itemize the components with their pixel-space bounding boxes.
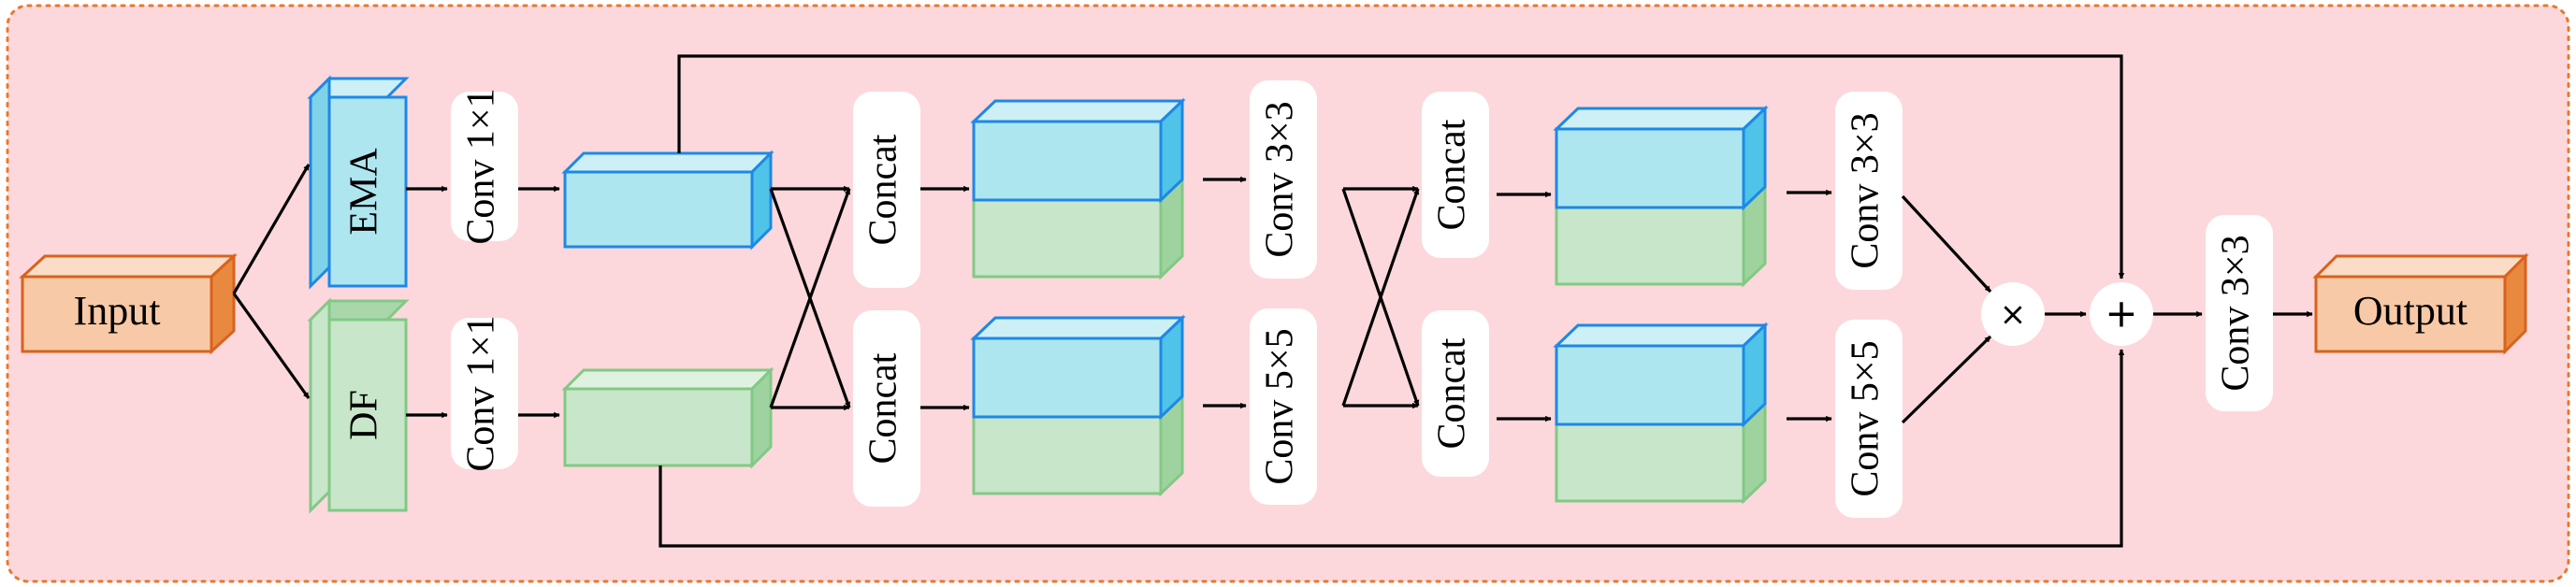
concat2-top-label: Concat	[1431, 119, 1474, 230]
skip-bottom-to-add	[658, 349, 2125, 548]
output-label: Output	[2353, 288, 2467, 334]
connections	[232, 54, 2313, 548]
conv-mid-top-node: Conv 3×3	[1250, 80, 1317, 279]
concat1-top-label: Concat	[862, 134, 905, 245]
input-block: Input	[19, 252, 238, 355]
arrow-input-to-ema	[232, 164, 311, 294]
concat1-top-node: Concat	[853, 92, 920, 288]
conv-mid-bottom-label: Conv 5×5	[1259, 328, 1302, 484]
conv-mid-top-label: Conv 3×3	[1259, 101, 1302, 257]
multiply-operator: ×	[1981, 282, 2045, 346]
input-label: Input	[74, 288, 161, 334]
conv-end-top-label: Conv 3×3	[1845, 112, 1888, 268]
output-block: Output	[2312, 252, 2529, 355]
add-symbol: +	[2105, 291, 2137, 336]
concat2-top-node: Concat	[1422, 92, 1489, 258]
arrow-fmbottom-to-concat1-top	[769, 188, 851, 408]
conv-end-bottom-label: Conv 5×5	[1845, 340, 1888, 496]
arrow-convmidbottom-to-concat2-top	[1341, 188, 1420, 407]
conv-final-label: Conv 3×3	[2215, 235, 2258, 391]
stacked-block-1-bottom	[970, 314, 1186, 497]
arrow-convend-top-to-multiply	[1901, 194, 1992, 294]
feature-map-bottom	[561, 366, 774, 469]
multiply-symbol: ×	[2000, 296, 2027, 334]
stacked-block-1-top	[970, 97, 1186, 280]
ema-label: EMA	[343, 148, 386, 236]
concat1-bottom-label: Concat	[862, 352, 905, 464]
concat2-bottom-node: Concat	[1422, 310, 1489, 477]
conv1x1-top-node: Conv 1×1	[451, 88, 518, 245]
add-operator: +	[2090, 282, 2153, 346]
df-label: DF	[343, 390, 386, 440]
stacked-block-2-top	[1553, 105, 1769, 288]
arrow-input-to-df	[232, 293, 311, 399]
ema-block: EMA	[307, 75, 410, 290]
arrow-convend-bottom-to-multiply	[1901, 335, 1992, 424]
conv-end-bottom-node: Conv 5×5	[1835, 320, 1903, 518]
conv1x1-bottom-label: Conv 1×1	[460, 315, 503, 471]
concat2-bottom-label: Concat	[1431, 337, 1474, 449]
skip-top-to-add	[677, 54, 2125, 279]
stacked-block-2-bottom	[1553, 322, 1769, 505]
conv1x1-top-label: Conv 1×1	[460, 88, 503, 244]
conv1x1-bottom-node: Conv 1×1	[451, 315, 518, 472]
conv-mid-bottom-node: Conv 5×5	[1250, 308, 1317, 505]
conv-end-top-node: Conv 3×3	[1835, 92, 1903, 290]
df-block: DF	[307, 297, 410, 514]
feature-map-top	[561, 150, 774, 251]
conv-final-node: Conv 3×3	[2206, 215, 2273, 411]
concat1-bottom-node: Concat	[853, 310, 920, 507]
